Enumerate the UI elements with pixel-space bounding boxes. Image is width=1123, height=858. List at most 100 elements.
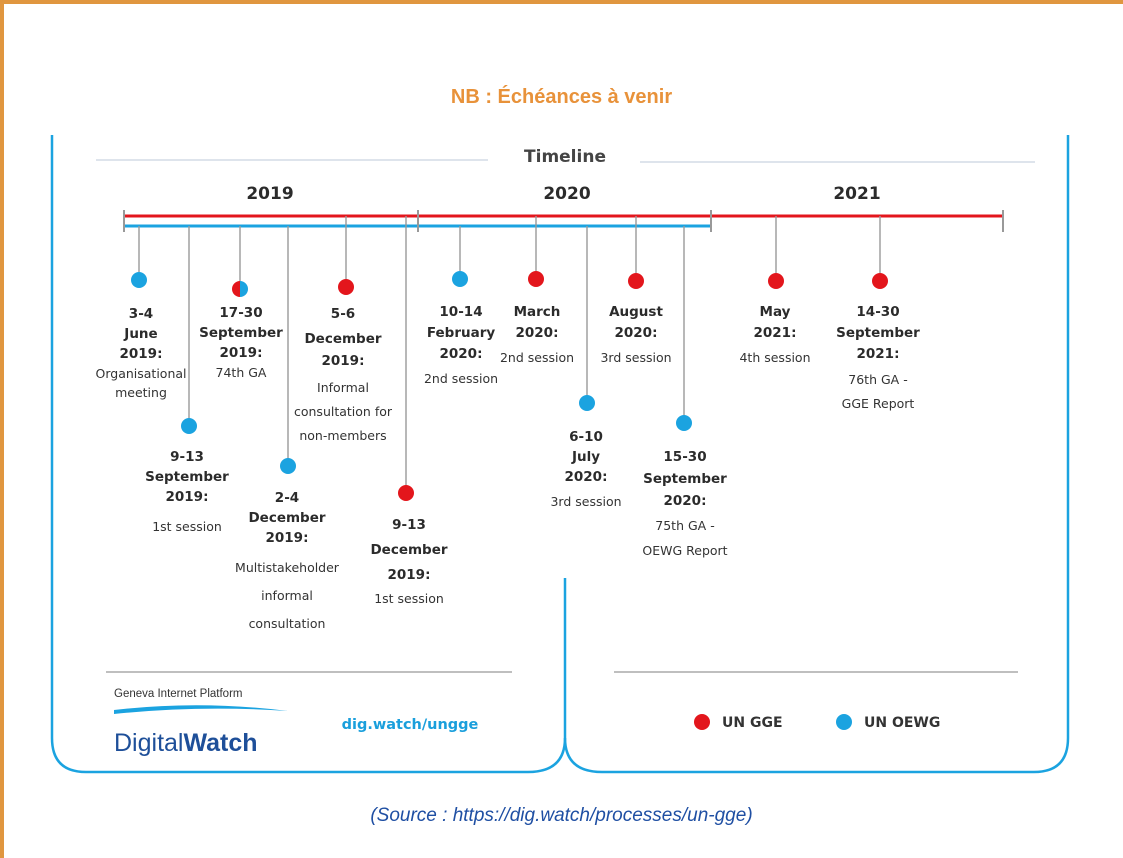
logo-wordmark: DigitalWatch [114,729,258,757]
event-date: May [760,304,791,320]
event-date: 6-10 [569,429,603,445]
event-desc: 3rd session [600,350,671,365]
event-desc: 2nd session [424,371,498,386]
event-label: 14-30 September 2021: 76th GA - GGE Repo… [836,304,920,411]
infographic-border-left [50,135,567,774]
event-date: December [370,542,447,558]
event-label: 10-14 February 2020: 2nd session [424,304,498,386]
legend-swatch-gge [694,714,710,730]
logo-word-2: Watch [183,729,257,757]
gge-event-dot [338,279,354,295]
event-date: March [514,304,561,320]
gge-event-dot [872,273,888,289]
event-date: July [571,449,600,465]
infographic-border-right [563,135,1070,774]
event-label: August 2020: 3rd session [600,304,671,365]
event-date: 2021: [857,346,900,362]
event-date: 2019: [388,567,431,583]
event-date: 5-6 [331,306,355,322]
event-date: December [304,331,381,347]
event-desc: 1st session [152,519,222,534]
event-desc: consultation [249,616,326,631]
oewg-event-dot [452,271,468,287]
event-desc: 76th GA - [848,372,907,387]
event-desc: Multistakeholder [235,560,340,575]
event-date: September [145,469,229,485]
event-date: 17-30 [219,305,262,321]
event-stems [138,216,881,486]
event-desc: 74th GA [216,365,267,380]
event-label: May 2021: 4th session [739,304,810,365]
event-desc: 75th GA - [655,518,714,533]
event-label: 9-13 December 2019: 1st session [370,517,447,606]
legend-swatch-oewg [836,714,852,730]
event-desc: OEWG Report [642,543,727,558]
event-label: 15-30 September 2020: 75th GA - OEWG Rep… [642,449,727,558]
event-desc: meeting [115,385,167,400]
year-label-2021: 2021 [833,184,880,204]
event-date: 2020: [565,469,608,485]
event-label: March 2020: 2nd session [500,304,574,365]
event-date: 2019: [120,346,163,362]
event-date: 2019: [166,489,209,505]
event-label: 17-30 September 2019: 74th GA [199,305,283,380]
source-link[interactable]: dig.watch/ungge [342,717,479,733]
timeline-title: Timeline [524,147,606,167]
event-label: 3-4 June 2019: Organisational meeting [96,306,187,400]
event-desc: non-members [299,428,386,443]
event-date: 2019: [266,530,309,546]
logo-swoosh [114,705,288,714]
gge-half-dot [232,281,240,297]
event-date: 2020: [516,325,559,341]
digitalwatch-logo: Geneva Internet Platform DigitalWatch [114,688,288,757]
event-date: 2020: [615,325,658,341]
shared-event-dot [232,281,248,297]
event-date: 15-30 [663,449,706,465]
event-desc: 2nd session [500,350,574,365]
oewg-event-dot [131,272,147,288]
event-date: 2-4 [275,490,299,506]
event-date: 10-14 [439,304,482,320]
event-date: 3-4 [129,306,153,322]
gge-event-dot [528,271,544,287]
event-date: 2019: [322,353,365,369]
legend: UN GGE UN OEWG [694,714,940,731]
event-desc: 4th session [739,350,810,365]
event-label: 6-10 July 2020: 3rd session [550,429,621,509]
event-date: June [123,326,157,342]
event-date: 14-30 [856,304,899,320]
logo-org-name: Geneva Internet Platform [114,688,242,700]
event-desc: Organisational [96,366,187,381]
event-desc: GGE Report [842,396,915,411]
oewg-event-dot [280,458,296,474]
event-date: September [643,471,727,487]
event-date: 2019: [220,345,263,361]
gge-event-dot [628,273,644,289]
year-label-2019: 2019 [246,184,293,204]
event-date: February [427,325,496,341]
event-desc: Informal [317,380,369,395]
event-date: September [836,325,920,341]
gge-event-dot [398,485,414,501]
event-date: 2021: [754,325,797,341]
event-desc: consultation for [294,404,393,419]
event-date: August [609,304,663,320]
legend-label-gge: UN GGE [722,715,783,731]
oewg-event-dot [676,415,692,431]
event-label: 5-6 December 2019: Informal consultation… [294,306,393,443]
gge-event-dot [768,273,784,289]
year-label-2020: 2020 [543,184,590,204]
event-desc: 1st session [374,591,444,606]
legend-label-oewg: UN OEWG [864,715,940,731]
event-date: 9-13 [170,449,204,465]
event-label: 9-13 September 2019: 1st session [145,449,229,534]
event-date: 2020: [664,493,707,509]
source-caption: (Source : https://dig.watch/processes/un… [370,805,753,826]
event-date: September [199,325,283,341]
event-desc: informal [261,588,313,603]
oewg-event-dot [579,395,595,411]
event-date: December [248,510,325,526]
event-date: 9-13 [392,517,426,533]
